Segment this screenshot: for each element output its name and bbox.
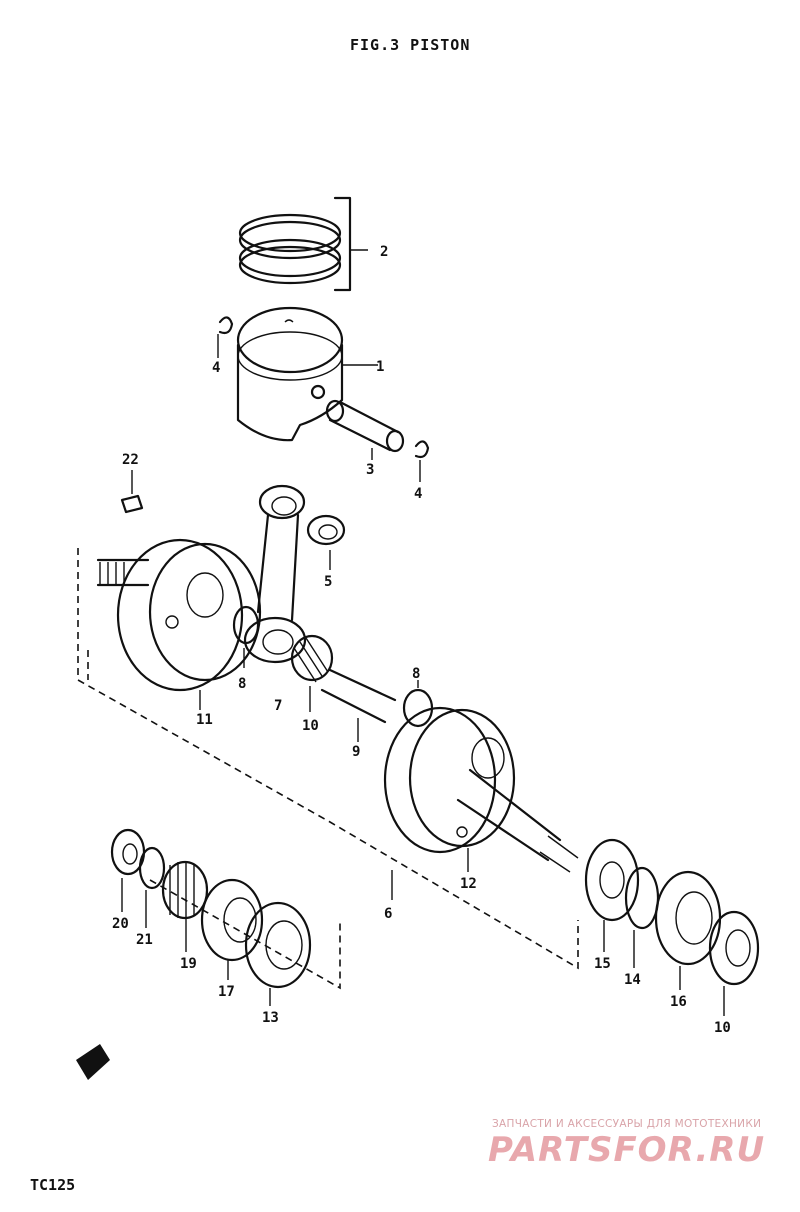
callout-19: 19 <box>180 956 197 972</box>
callout-4b: 4 <box>414 486 422 502</box>
callout-1: 1 <box>376 359 384 375</box>
front-arrow-icon <box>76 1044 110 1080</box>
callout-8a: 8 <box>238 676 246 692</box>
callout-21: 21 <box>136 932 153 948</box>
callout-16: 16 <box>670 994 687 1010</box>
crank-web-left <box>96 538 262 710</box>
small-end-bearing <box>306 514 346 570</box>
callout-labels: 2 1 4 3 4 22 5 8 7 8 11 10 9 12 6 20 21 … <box>112 244 731 1036</box>
crank-web-right <box>383 706 579 873</box>
right-side-parts <box>584 838 760 1016</box>
callout-5: 5 <box>324 574 332 590</box>
callout-17: 17 <box>218 984 235 1000</box>
callout-22: 22 <box>122 452 139 468</box>
thrust-washers <box>232 605 434 728</box>
crank-pin-assembly <box>290 634 397 742</box>
watermark-logo: PARTSFOR.RU <box>488 1130 766 1170</box>
callout-10a: 10 <box>302 718 319 734</box>
callout-14: 14 <box>624 972 641 988</box>
callout-4a: 4 <box>212 360 220 376</box>
callout-20: 20 <box>112 916 129 932</box>
figure-title: FIG.3 PISTON <box>350 36 471 54</box>
callout-9: 9 <box>352 744 360 760</box>
callout-3: 3 <box>366 462 374 478</box>
woodruff-key <box>120 470 144 514</box>
assembly-bracket <box>77 548 579 990</box>
piston-pin <box>325 399 405 460</box>
connecting-rod <box>243 484 307 664</box>
left-side-parts <box>110 828 312 1006</box>
callout-12: 12 <box>460 876 477 892</box>
callout-7: 7 <box>274 698 282 714</box>
callout-2: 2 <box>380 244 388 260</box>
circlips <box>217 316 430 482</box>
piston <box>236 306 378 442</box>
callout-15: 15 <box>594 956 611 972</box>
callout-6: 6 <box>384 906 392 922</box>
watermark-caption: ЗАПЧАСТИ И АКСЕССУАРЫ ДЛЯ МОТОТЕХНИКИ <box>492 1118 762 1130</box>
callout-13: 13 <box>262 1010 279 1026</box>
piston-rings <box>238 196 368 292</box>
callout-10b: 10 <box>714 1020 731 1036</box>
callout-8b: 8 <box>412 666 420 682</box>
callout-11: 11 <box>196 712 213 728</box>
model-code: TC125 <box>30 1176 76 1194</box>
